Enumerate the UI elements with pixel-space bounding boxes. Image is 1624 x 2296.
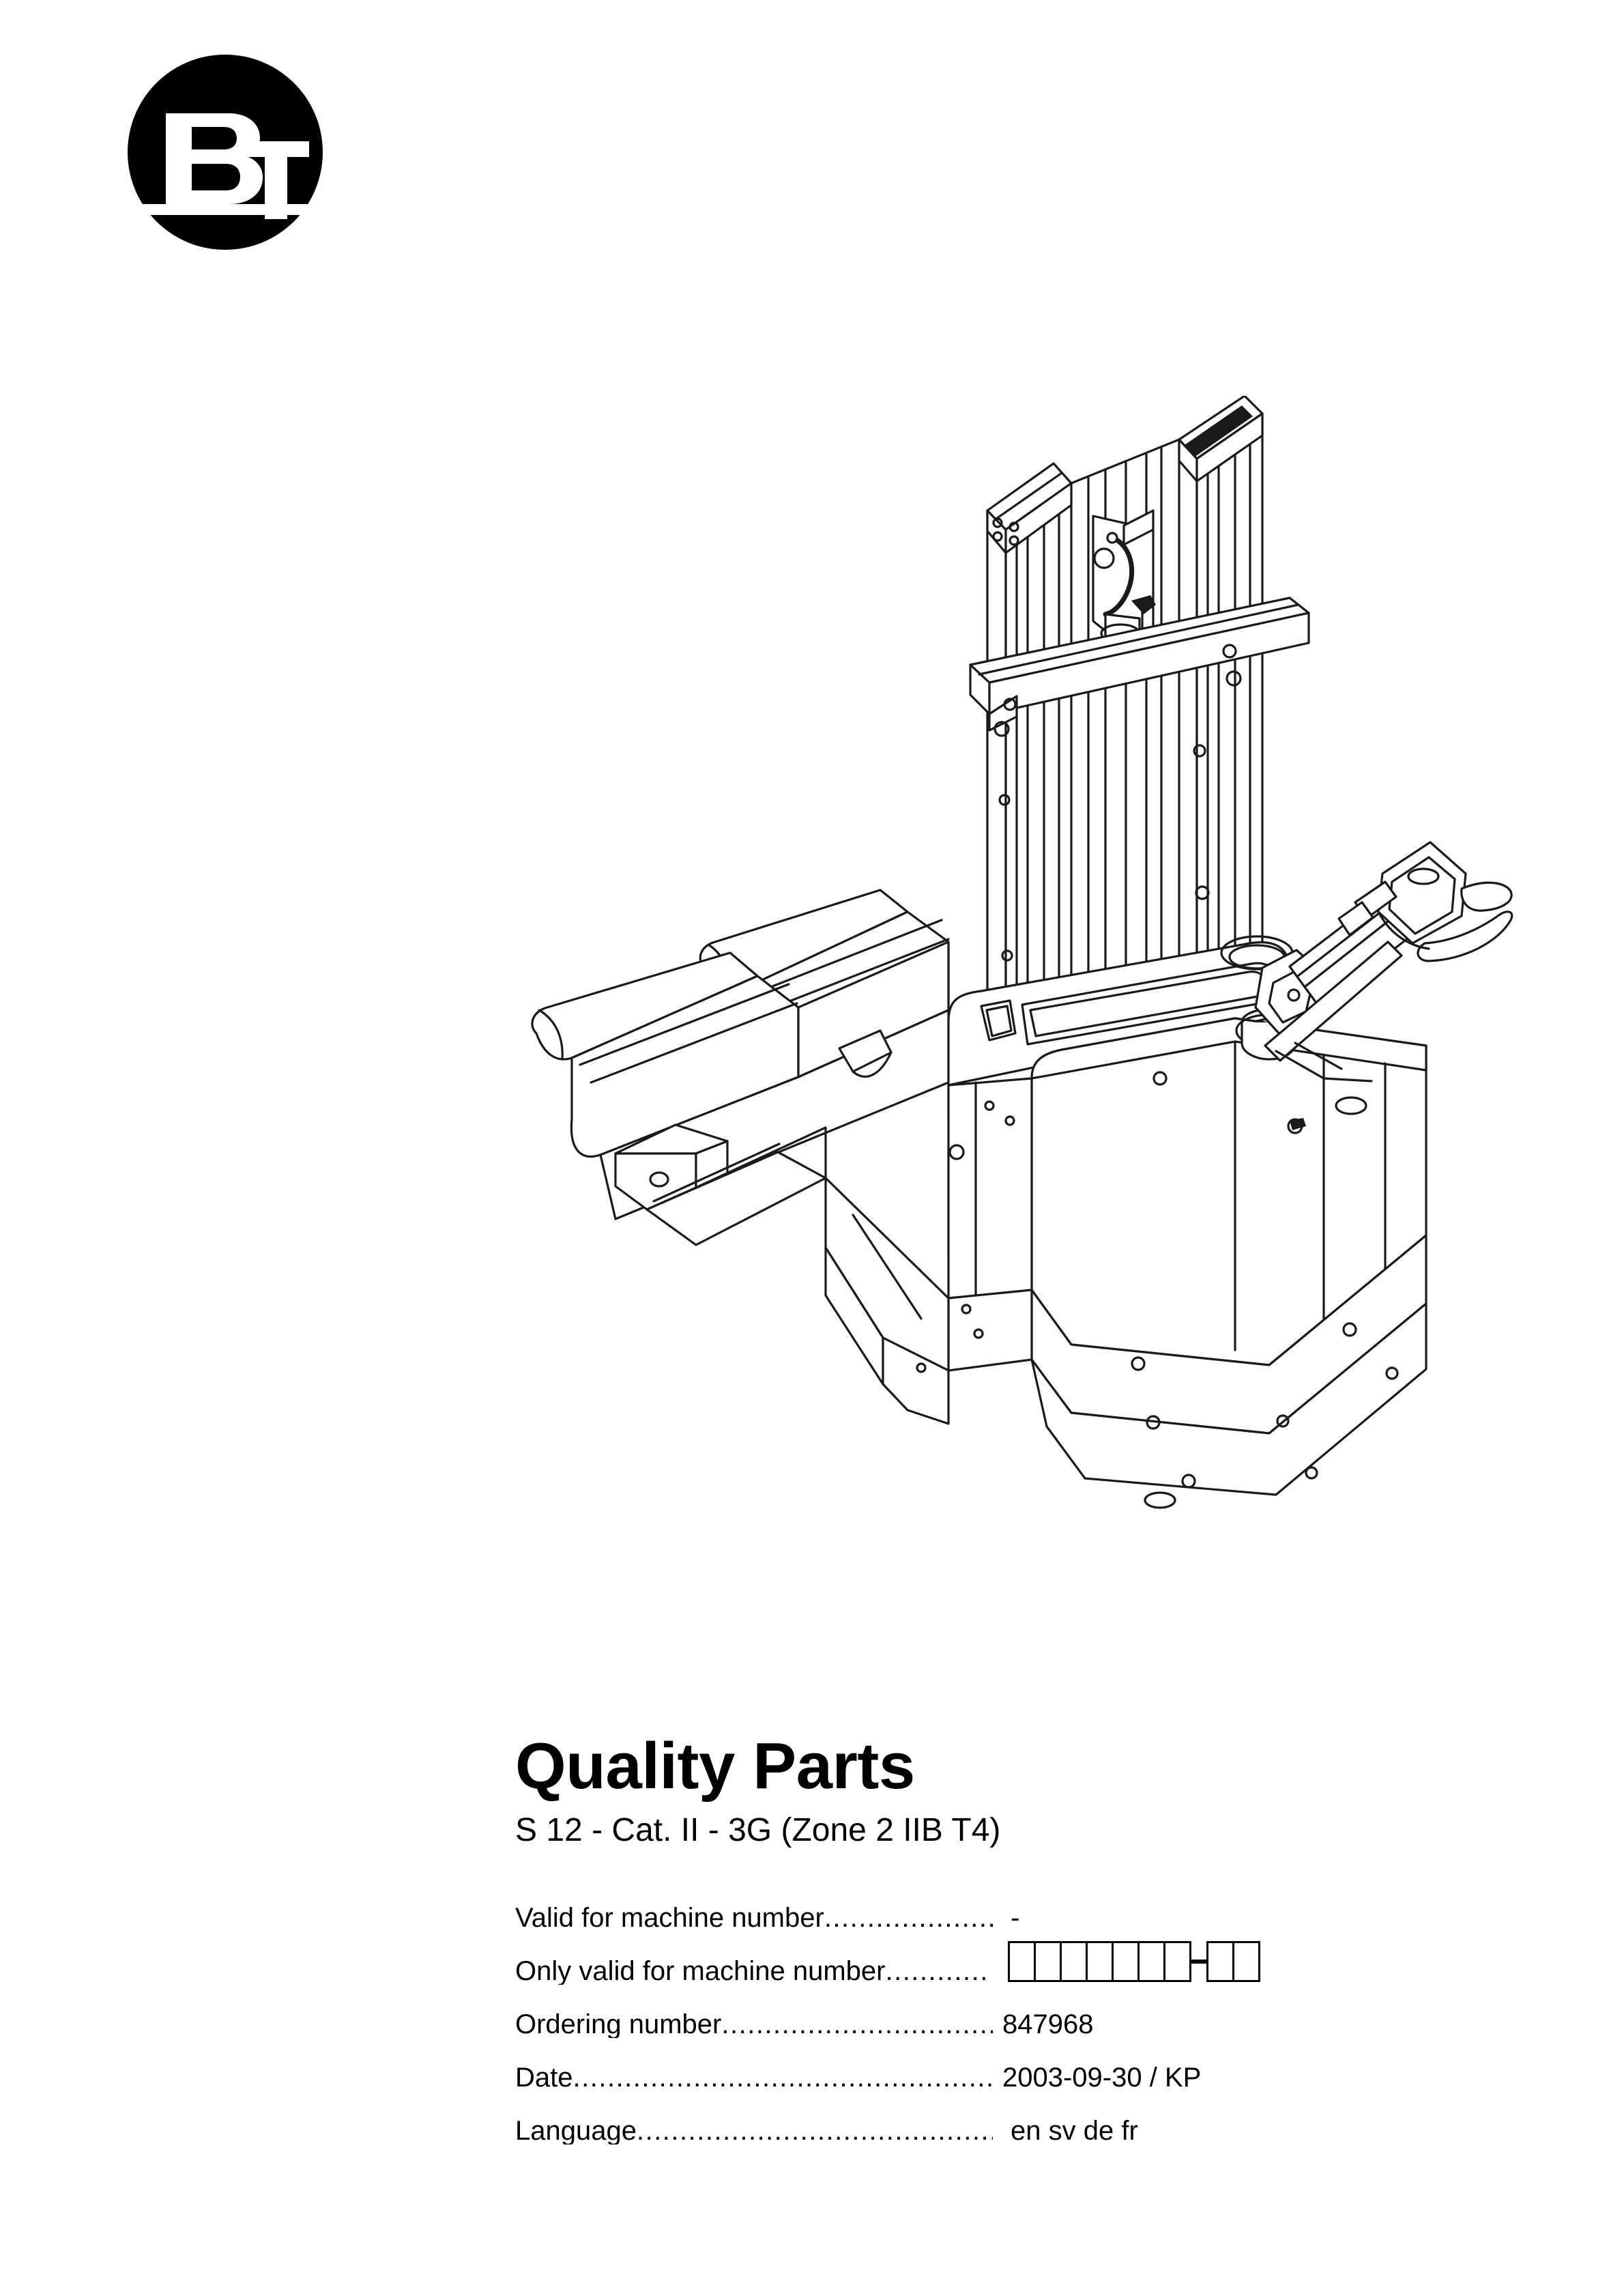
bt-logo: [126, 53, 324, 251]
spec-row-ordering-number: Ordering number ........................…: [515, 1985, 1470, 2038]
logo-letter-t: [243, 141, 309, 219]
spec-label: Date ...................................…: [515, 2064, 993, 2091]
machine-number-cell[interactable]: [1008, 1941, 1036, 1982]
spec-value-machine-number-boxes: [993, 1941, 1470, 1985]
machine-number-cell[interactable]: [1232, 1941, 1260, 1982]
spec-leader-dots: ........................................…: [636, 2117, 993, 2144]
spec-row-date: Date ...................................…: [515, 2038, 1470, 2091]
spec-value-language: en sv de fr: [1011, 2116, 1138, 2146]
spec-leader-dots: ............: [885, 1957, 989, 1985]
forklift-line-drawing: [531, 396, 1513, 1509]
body-lower-skirt: [1030, 1234, 1427, 1509]
spec-value-ordering-number: 847968: [1002, 2009, 1094, 2039]
fork-support-leg: [614, 1123, 827, 1246]
spec-leader-dots: ................................: [721, 2011, 993, 2038]
spec-value-valid-machine-number: -: [1011, 1903, 1020, 1933]
machine-number-cell[interactable]: [1060, 1941, 1088, 1982]
machine-number-cell[interactable]: [1206, 1941, 1234, 1982]
spec-leader-dots: ........................................…: [572, 2064, 994, 2091]
left-step-plate: [824, 1177, 1033, 1425]
machine-number-cell[interactable]: [1163, 1941, 1191, 1982]
machine-illustration: [471, 396, 1515, 1583]
tiller-arm: [1235, 841, 1513, 1082]
spec-label-text: Ordering number: [515, 2011, 722, 2038]
machine-number-cell[interactable]: [1137, 1941, 1165, 1982]
logo-letter-b: [166, 113, 263, 204]
spec-row-only-valid-machine-number: Only valid for machine number ..........…: [515, 1932, 1470, 1985]
machine-number-group-2[interactable]: [1206, 1941, 1260, 1982]
spec-label: Language ...............................…: [515, 2117, 993, 2144]
specification-list: Valid for machine number ...............…: [515, 1878, 1470, 2144]
spec-label-text: Language: [515, 2117, 637, 2144]
spec-row-valid-machine-number: Valid for machine number ...............…: [515, 1878, 1470, 1932]
page-title: Quality Parts: [515, 1730, 915, 1803]
spec-label-text: Only valid for machine number: [515, 1957, 886, 1985]
mast-cross-beam: [969, 597, 1310, 737]
machine-number-cell[interactable]: [1112, 1941, 1140, 1982]
spec-value-date: 2003-09-30 / KP: [1002, 2063, 1202, 2093]
spec-leader-dots: .....................: [824, 1904, 993, 1932]
spec-label: Valid for machine number ...............…: [515, 1904, 993, 1932]
machine-number-separator-dash: [1191, 1960, 1206, 1964]
spec-label-text: Date: [515, 2064, 573, 2091]
machine-number-entry-boxes[interactable]: [1008, 1941, 1260, 1982]
machine-number-cell[interactable]: [1034, 1941, 1062, 1982]
logo-bar: [141, 204, 312, 215]
document-text-block: Quality Parts S 12 - Cat. II - 3G (Zone …: [515, 1734, 1470, 2144]
spec-label-text: Valid for machine number: [515, 1904, 824, 1932]
spec-label: Ordering number ........................…: [515, 2011, 993, 2038]
page-subtitle: S 12 - Cat. II - 3G (Zone 2 IIB T4): [515, 1812, 1001, 1848]
spec-row-language: Language ...............................…: [515, 2091, 1470, 2144]
machine-number-group-1[interactable]: [1008, 1941, 1191, 1982]
machine-number-cell[interactable]: [1086, 1941, 1114, 1982]
spec-label: Only valid for machine number ..........…: [515, 1957, 993, 1985]
mast-inner-rail: [1178, 396, 1264, 1047]
bt-logo-svg: [128, 55, 323, 250]
forks: [531, 889, 950, 1220]
